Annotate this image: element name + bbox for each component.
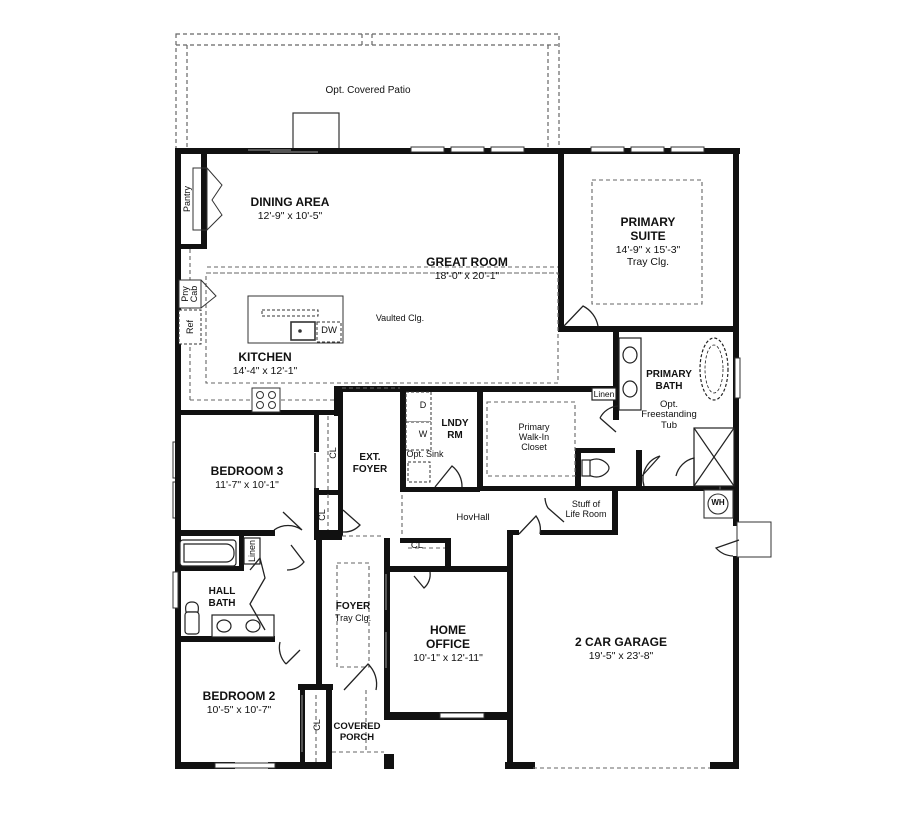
tub-note-line2: Freestanding bbox=[641, 409, 697, 421]
bedroom-3-dimensions: 11'-7" x 10'-1" bbox=[215, 478, 279, 491]
pantry-label: Pantry bbox=[182, 185, 192, 213]
room-primary-bath: PRIMARY BATH bbox=[646, 369, 692, 392]
pantry-cab-line2: Cab bbox=[189, 285, 199, 303]
bedroom3-closet-label: CL bbox=[328, 447, 338, 459]
stuff-of-life-line1: Stuff of bbox=[571, 499, 601, 509]
door-swings bbox=[249, 305, 740, 691]
water-heater-label: WH bbox=[711, 498, 725, 507]
bedroom2-closet-label: CL bbox=[312, 719, 322, 731]
home-office-dimensions: 10'-1" x 12'-11" bbox=[413, 651, 483, 664]
room-bedroom-2: BEDROOM 2 10'-5" x 10'-7" bbox=[202, 689, 276, 716]
room-laundry: LNDY RM bbox=[441, 418, 468, 441]
bedroom-2-dimensions: 10'-5" x 10'-7" bbox=[206, 703, 272, 716]
room-covered-patio: Opt. Covered Patio bbox=[325, 85, 410, 97]
room-dining-area: DINING AREA 12'-9" x 10'-5" bbox=[250, 195, 330, 222]
laundry-label-line2: RM bbox=[447, 429, 463, 441]
room-garage: 2 CAR GARAGE 19'-5" x 23'-8" bbox=[574, 635, 668, 662]
hall-linen-label: Linen bbox=[247, 539, 257, 563]
room-bedroom-3: BEDROOM 3 11'-7" x 10'-1" bbox=[210, 464, 284, 491]
foyer-label: FOYER bbox=[335, 601, 371, 612]
pantry-doors bbox=[192, 167, 223, 231]
refrigerator-label: Ref bbox=[185, 319, 195, 335]
room-home-office: HOME OFFICE 10'-1" x 12'-11" bbox=[413, 623, 483, 664]
great-room-ceiling-note: Vaulted Clg. bbox=[375, 313, 425, 323]
hovhall-label: HovHall bbox=[456, 512, 490, 523]
closet-line3: Closet bbox=[521, 441, 547, 452]
tub-note-line3: Tub bbox=[660, 419, 678, 431]
covered-patio-label: Opt. Covered Patio bbox=[325, 85, 411, 96]
bedroom-3-label: BEDROOM 3 bbox=[210, 464, 284, 478]
primary-suite-ceiling-note: Tray Clg. bbox=[626, 255, 670, 268]
primary-suite-label-line2: SUITE bbox=[630, 228, 666, 243]
hall-bath-label-line1: HALL bbox=[208, 586, 236, 597]
covered-porch-label-line2: PORCH bbox=[339, 731, 375, 743]
bedroom-2-label: BEDROOM 2 bbox=[202, 689, 276, 703]
great-room-label: GREAT ROOM bbox=[426, 255, 508, 269]
dining-area-label: DINING AREA bbox=[250, 195, 330, 209]
hall-bath-fixtures bbox=[179, 537, 275, 638]
room-kitchen: KITCHEN 14'-4" x 12'-1" bbox=[232, 350, 298, 377]
room-great-room: GREAT ROOM 18'-0" x 20'-1" bbox=[426, 255, 508, 282]
room-primary-walk-in-closet: Primary Walk-In Closet bbox=[518, 422, 550, 453]
room-hall-bath: HALL BATH bbox=[208, 586, 235, 609]
kitchen-dimensions: 14'-4" x 12'-1" bbox=[232, 364, 298, 377]
kitchen-label: KITCHEN bbox=[238, 350, 292, 364]
closet-line2: Walk-In bbox=[518, 431, 550, 442]
primary-bath-label-line2: BATH bbox=[655, 380, 683, 392]
water-heater bbox=[703, 489, 734, 519]
room-primary-suite: PRIMARY SUITE 14'-9" x 15'-3" Tray Clg. bbox=[615, 215, 681, 268]
garage-dimensions: 19'-5" x 23'-8" bbox=[588, 649, 654, 662]
ext-foyer-label-line2: FOYER bbox=[352, 463, 388, 475]
closet-line1: Primary bbox=[518, 422, 550, 432]
fireplace bbox=[292, 112, 340, 150]
home-office-label-line2: OFFICE bbox=[425, 636, 470, 651]
ext-foyer-label-line1: EXT. bbox=[359, 452, 381, 463]
dishwasher-label: DW bbox=[321, 325, 337, 336]
hall-bath-label-line2: BATH bbox=[208, 597, 236, 609]
garage-label: 2 CAR GARAGE bbox=[574, 635, 668, 649]
ceiling-outlines bbox=[189, 179, 721, 769]
hall-closet-label: CL bbox=[410, 540, 424, 551]
primary-bath-fixtures bbox=[581, 337, 735, 487]
great-room-dimensions: 18'-0" x 20'-1" bbox=[434, 269, 500, 282]
primary-suite-dimensions: 14'-9" x 15'-3" bbox=[615, 243, 681, 256]
laundry-label-line1: LNDY bbox=[441, 418, 469, 429]
primary-suite-label-line1: PRIMARY bbox=[620, 215, 676, 229]
foyer-ceiling-note: Tray Clg. bbox=[334, 612, 372, 623]
room-covered-porch: COVERED PORCH bbox=[333, 721, 381, 744]
dryer-label: D bbox=[419, 400, 427, 410]
washer-label: W bbox=[418, 429, 428, 439]
room-foyer: FOYER Tray Clg. bbox=[335, 601, 371, 623]
dining-area-dimensions: 12'-9" x 10'-5" bbox=[257, 209, 323, 222]
primary-bath-tub-note: Opt. Freestanding Tub bbox=[641, 399, 697, 431]
ext-foyer-closet-label: CL bbox=[317, 509, 327, 521]
covered-patio-outline bbox=[175, 33, 560, 151]
tub-note-line1: Opt. bbox=[660, 399, 678, 410]
primary-linen-label: Linen bbox=[593, 389, 615, 399]
primary-bath-label-line1: PRIMARY bbox=[646, 369, 692, 380]
home-office-label-line1: HOME bbox=[429, 623, 466, 637]
room-ext-foyer: EXT. FOYER bbox=[353, 452, 387, 475]
room-stuff-of-life: Stuff of Life Room bbox=[565, 499, 607, 520]
pantry-cabinet-label: Pny Cab bbox=[180, 285, 199, 303]
covered-porch-label-line1: COVERED bbox=[333, 721, 381, 732]
range bbox=[251, 387, 281, 413]
opt-sink-label: Opt. Sink bbox=[406, 449, 444, 459]
stuff-of-life-line2: Life Room bbox=[565, 508, 607, 519]
kitchen-island bbox=[247, 295, 344, 344]
